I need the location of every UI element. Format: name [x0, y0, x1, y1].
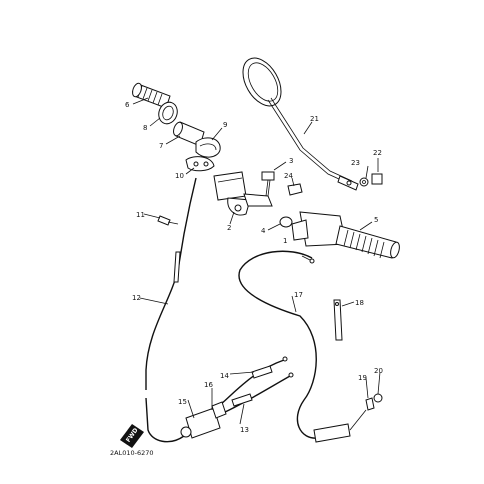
right-grip-switch: [291, 211, 400, 259]
cap: [287, 183, 303, 196]
mirror: [242, 57, 359, 191]
screw: [157, 215, 179, 226]
part-label-11: 11: [136, 211, 145, 219]
part-label-22: 22: [373, 149, 382, 157]
part-label-18: 18: [355, 299, 364, 307]
junction-box: [180, 401, 227, 439]
part-label-4: 4: [261, 227, 266, 235]
adjuster-nut: [373, 393, 383, 403]
bolt: [261, 171, 275, 197]
part-label-2: 2: [227, 224, 231, 232]
part-label-16: 16: [204, 381, 213, 389]
part-label-20: 20: [374, 367, 383, 375]
clutch-cable: [238, 250, 367, 443]
part-label-21: 21: [310, 115, 319, 123]
part-label-23: 23: [351, 159, 360, 167]
left-grip: [132, 82, 171, 109]
part-label-15: 15: [178, 398, 187, 406]
part-label-9: 9: [223, 121, 227, 129]
part-label-19: 19: [358, 374, 367, 382]
part-label-17: 17: [294, 291, 303, 299]
part-label-24: 24: [284, 172, 293, 180]
throttle-cable: [145, 177, 197, 443]
lever-holder: [213, 171, 273, 216]
part-label-8: 8: [143, 124, 147, 132]
part-labels: 1 2 3 4 5 6 7 8 9 10 11 12 13 14 15 16 1…: [125, 101, 383, 434]
cable-guide-strap: [333, 299, 343, 341]
collar-ring: [158, 101, 178, 125]
part-label-3: 3: [289, 157, 293, 165]
part-label-6: 6: [125, 101, 130, 109]
part-label-13: 13: [240, 426, 249, 434]
part-label-10: 10: [175, 172, 184, 180]
part-label-5: 5: [374, 216, 378, 224]
part-label-7: 7: [159, 142, 163, 150]
throttle-housing: [195, 137, 221, 158]
front-direction-marker: FWD: [120, 424, 144, 448]
drawing-code: 2AL010-6270: [110, 449, 154, 457]
part-label-1: 1: [283, 237, 287, 245]
leader-lines: [132, 97, 381, 425]
clamp-cap: [279, 216, 293, 228]
part-label-14: 14: [220, 372, 229, 380]
nut: [371, 173, 383, 185]
washer: [359, 177, 369, 187]
junction-cables: [213, 356, 294, 417]
throttle-housing-lower: [185, 156, 215, 172]
adjuster-bolt: [365, 397, 375, 411]
part-label-12: 12: [132, 294, 141, 302]
